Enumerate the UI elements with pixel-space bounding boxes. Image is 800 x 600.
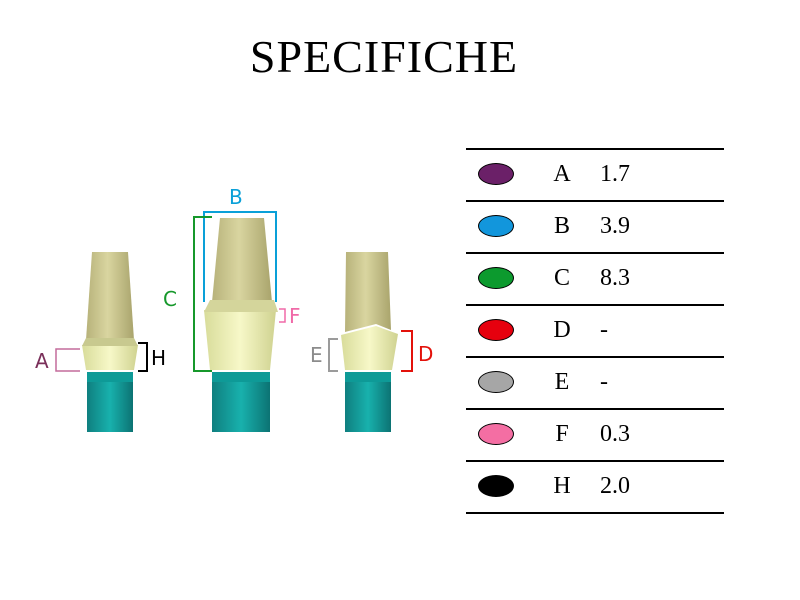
color-swatch-f [478, 423, 514, 445]
abutment-straight-short [82, 252, 138, 432]
label-c: C [163, 287, 177, 311]
spec-letter: B [553, 213, 570, 239]
spec-row-h: H 2.0 [466, 460, 724, 514]
implant-base-rim [212, 372, 270, 382]
page-title: SPECIFICHE [249, 31, 519, 82]
dimension-a: A [35, 348, 80, 373]
collar [341, 326, 398, 370]
bracket-f [279, 308, 286, 323]
collar [82, 345, 138, 370]
color-swatch-b [478, 215, 514, 237]
spec-value: 1.7 [600, 161, 630, 187]
dimension-f: F [279, 304, 301, 328]
spec-letter: D [553, 317, 571, 343]
spec-row-a: A 1.7 [466, 148, 724, 200]
bracket-d [401, 330, 413, 372]
label-a: A [35, 349, 49, 373]
spec-value: - [600, 369, 608, 395]
spec-row-d: D - [466, 304, 724, 356]
bracket-e [328, 338, 338, 372]
spec-row-b: B 3.9 [466, 200, 724, 252]
dimension-h: H [138, 342, 166, 372]
post [212, 218, 272, 302]
spec-row-c: C 8.3 [466, 252, 724, 304]
post-shoulder [204, 300, 278, 312]
spec-value: 2.0 [600, 473, 630, 499]
label-f: F [289, 304, 301, 328]
dimension-c: C [163, 216, 212, 372]
bracket-c [193, 216, 212, 372]
collar [204, 310, 276, 370]
spec-value: - [600, 317, 608, 343]
spec-letter: E [554, 369, 570, 395]
color-swatch-e [478, 371, 514, 393]
label-b: B [229, 185, 243, 209]
abutment-angled [341, 252, 398, 432]
spec-value: 3.9 [600, 213, 630, 239]
spec-letter: A [553, 161, 571, 187]
post [345, 252, 391, 332]
spec-row-e: E - [466, 356, 724, 408]
spec-letter: H [553, 473, 571, 499]
bracket-a [55, 348, 80, 372]
label-d: D [418, 342, 433, 366]
color-swatch-d [478, 319, 514, 341]
spec-letter: F [555, 421, 569, 447]
implant-base-rim [345, 372, 391, 382]
bracket-h [138, 342, 148, 372]
spec-value: 0.3 [600, 421, 630, 447]
post-shoulder [82, 338, 138, 346]
spec-table: A 1.7 B 3.9 C 8.3 D - E - F 0.3 H 2.0 [466, 148, 724, 514]
dimension-d: D [401, 330, 433, 372]
post [86, 252, 134, 340]
spec-value: 8.3 [600, 265, 630, 291]
abutment-straight-tall [204, 218, 278, 432]
label-e: E [310, 343, 323, 367]
color-swatch-h [478, 475, 514, 497]
dimension-e: E [310, 338, 338, 372]
bracket-b [203, 211, 277, 302]
color-swatch-c [478, 267, 514, 289]
dimension-b: B [203, 185, 277, 302]
color-swatch-a [478, 163, 514, 185]
spec-row-f: F 0.3 [466, 408, 724, 460]
spec-letter: C [553, 265, 570, 291]
abutment-diagram: A H B C F E D [35, 185, 433, 432]
label-h: H [151, 346, 166, 370]
implant-base-rim [87, 372, 133, 382]
